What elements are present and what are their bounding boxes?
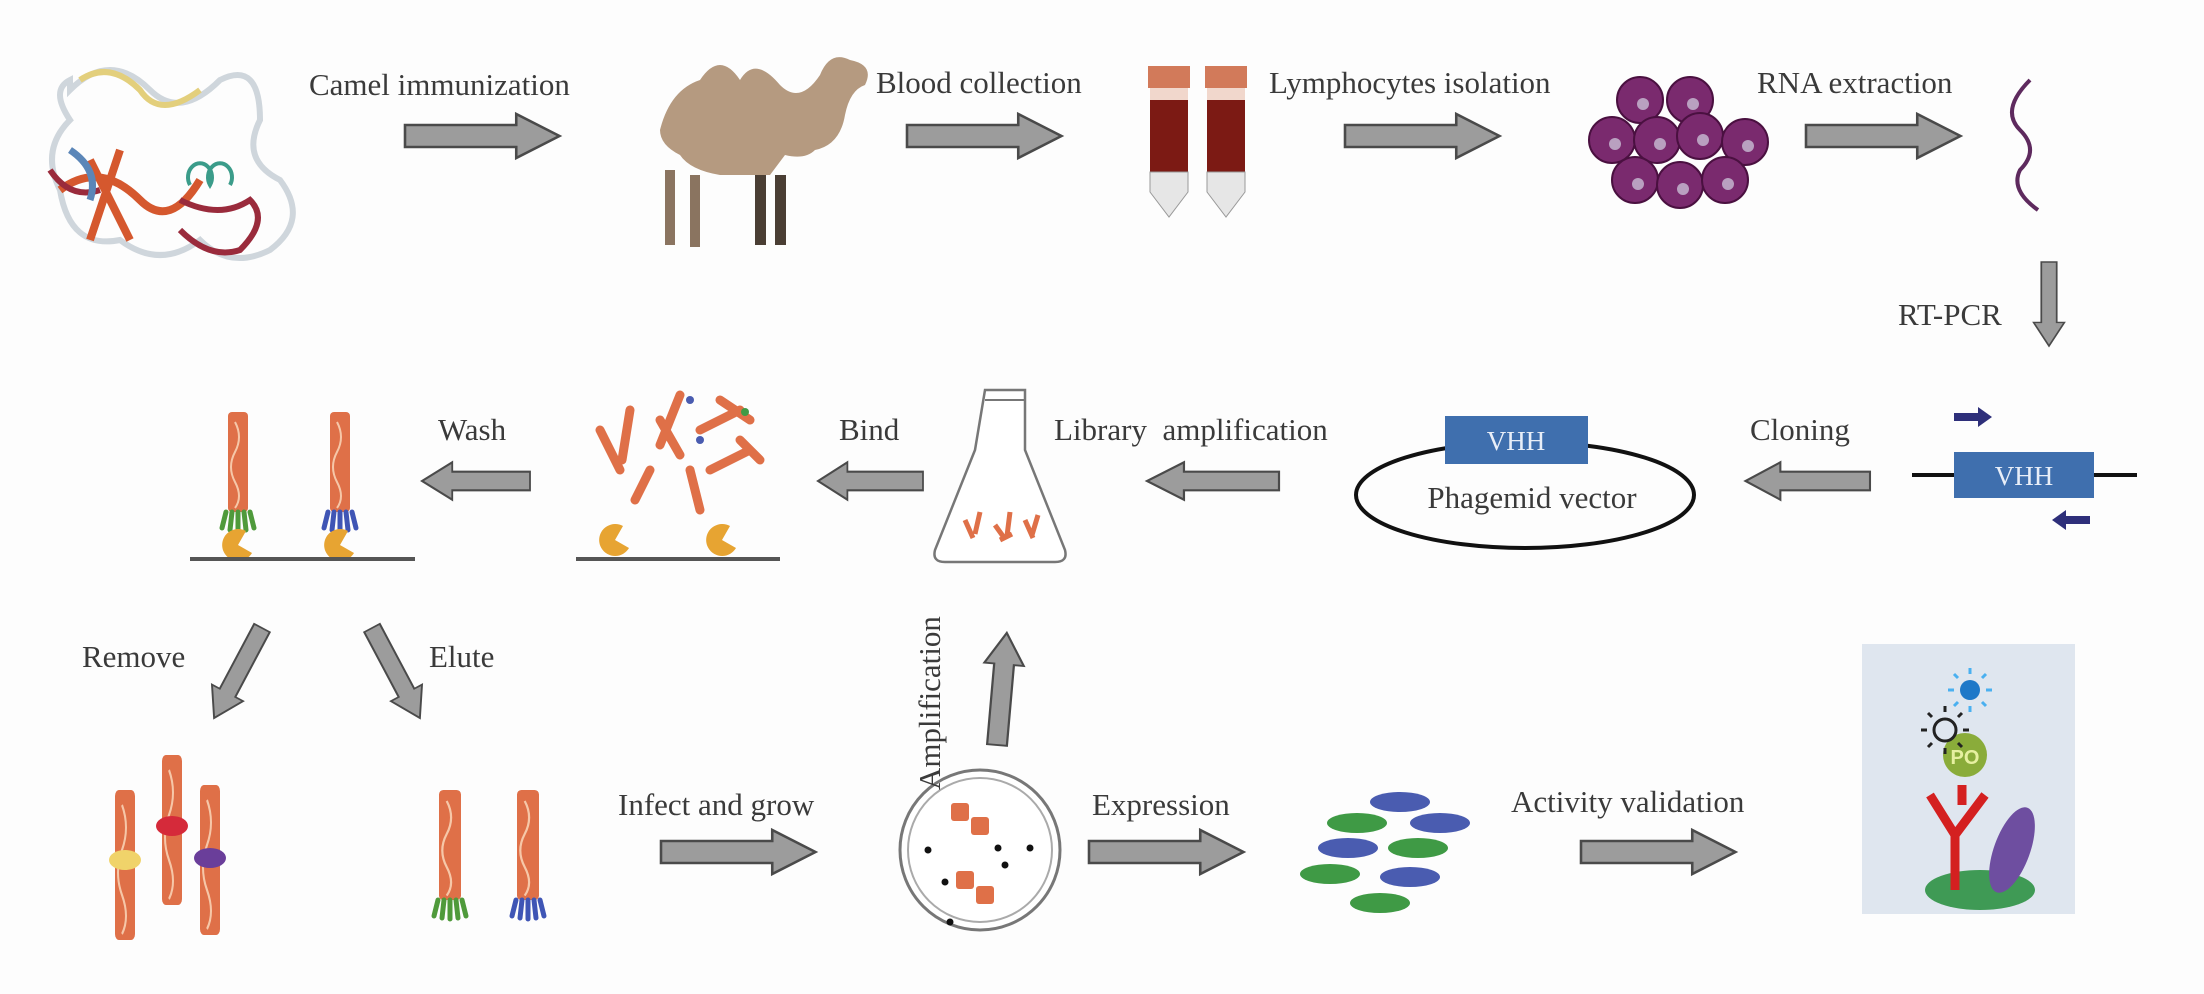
label-cloning: Cloning [1750, 412, 1850, 447]
arrow-right-icon [1087, 828, 1245, 876]
label-blood-collection: Blood collection [876, 65, 1082, 100]
label-elute: Elute [429, 639, 494, 674]
label-rna-extraction: RNA extraction [1757, 65, 1953, 100]
rna-strand-icon [2010, 78, 2040, 212]
label-rt-pcr: RT-PCR [1898, 297, 2002, 332]
vhh-gene-label: VHH [1995, 461, 2054, 491]
label-library-amplification: Library amplification [1054, 412, 1328, 447]
expressed-nanobodies-icon [1300, 792, 1470, 913]
forward-primer-icon [1954, 407, 1992, 427]
arrow-down-icon [2032, 261, 2066, 347]
enzyme-label: PO [1951, 747, 1980, 769]
unbound-phages-icon [109, 753, 226, 942]
arrow-right-icon [403, 112, 561, 160]
label-lymphocytes-isolation: Lymphocytes isolation [1269, 65, 1551, 100]
label-wash: Wash [438, 412, 507, 447]
arrow-right-icon [659, 828, 817, 876]
petri-dish-icon [898, 768, 1062, 932]
label-infect-and-grow: Infect and grow [618, 787, 815, 822]
lymphocytes-icon [1588, 76, 1769, 209]
label-activity-validation: Activity validation [1511, 784, 1745, 819]
peroxidase-icon [1943, 733, 1987, 777]
blood-tubes-icon [1148, 66, 1247, 218]
label-camel-immunization: Camel immunization [309, 67, 570, 102]
bound-phages-icon [190, 411, 415, 561]
label-amplification: Amplification [912, 616, 947, 790]
arrow-right-icon [1343, 112, 1501, 160]
arrow-left-icon [420, 461, 532, 501]
signal-product-icon [1960, 680, 1980, 700]
antibody-icon [1926, 785, 1989, 890]
arrow-down-left-icon [197, 618, 279, 728]
label-remove: Remove [82, 639, 185, 674]
arrow-down-right-icon [355, 618, 437, 728]
arrow-up-icon [976, 630, 1028, 748]
phagemid-vector-label: Phagemid vector [1427, 480, 1637, 515]
phagemid-vector: VHH Phagemid vector [1354, 416, 1696, 550]
protein-antigen-structure-icon [47, 67, 296, 261]
flask-icon [933, 388, 1067, 564]
arrow-left-icon [1744, 461, 1872, 501]
vhh-gene-pcr-product: VHH [1912, 407, 2137, 530]
arrow-left-icon [816, 461, 925, 501]
eluted-phages-icon [434, 788, 544, 919]
label-expression: Expression [1092, 787, 1230, 822]
reverse-primer-icon [2052, 510, 2090, 530]
arrow-right-icon [1804, 112, 1962, 160]
arrow-left-icon [1145, 461, 1281, 501]
substrate-icon [1932, 717, 1958, 743]
label-bind: Bind [839, 412, 900, 447]
activity-assay-panel: PO [1862, 644, 2075, 914]
arrow-right-icon [905, 112, 1063, 160]
camel-icon [660, 57, 868, 247]
arrow-right-icon [1579, 828, 1737, 876]
phage-library-binding-icon [576, 390, 780, 561]
vector-vhh-label: VHH [1487, 426, 1546, 456]
